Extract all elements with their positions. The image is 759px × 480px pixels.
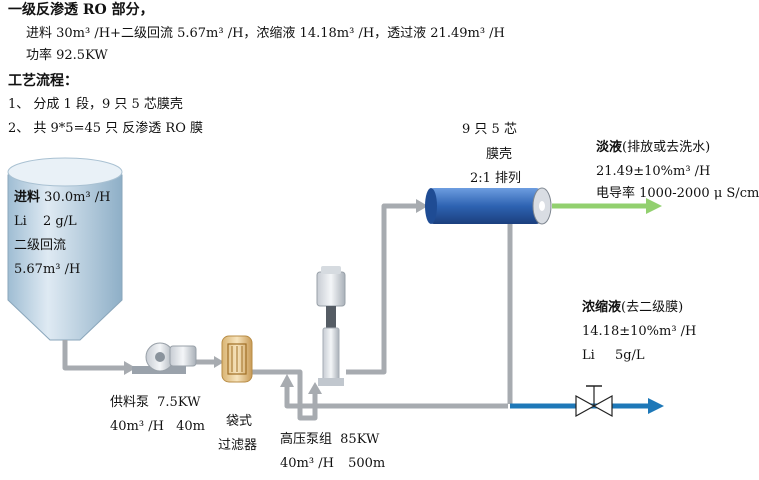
permeate-title-row: 淡液(排放或去洗水) [596, 140, 710, 156]
arrow-recycle-up [280, 374, 294, 387]
feed-tank [7, 157, 123, 341]
permeate-line [552, 198, 662, 214]
arrow-to-filter [214, 356, 224, 368]
power-summary: 功率 92.5KW [26, 48, 108, 63]
tank-feed-label: 进料 [14, 190, 41, 205]
concentrate-title: 浓缩液 [582, 300, 622, 315]
hp-pump-power: 85KW [340, 432, 380, 447]
tank-li-label: Li [14, 214, 27, 229]
process-title: 工艺流程： [8, 73, 78, 89]
hp-pump-flow: 40m³ /H [280, 456, 334, 471]
concentrate-li-value: 5g/L [614, 348, 645, 363]
feed-summary: 进料 30m³ /H+二级回流 5.67m³ /H，浓缩液 14.18m³ /H… [26, 26, 505, 41]
arrow-up-hp [308, 382, 322, 394]
concentrate-title-row: 浓缩液(去二级膜) [582, 300, 683, 316]
membrane-arrangement: 2:1 排列 [470, 171, 522, 186]
concentrate-li-row: Li 5g/L [582, 348, 645, 364]
concentrate-valve-icon [575, 385, 613, 418]
permeate-title: 淡液 [596, 140, 623, 155]
feed-pump-name-row: 供料泵 7.5KW [110, 395, 200, 411]
feed-pump-flow: 40m³ /H [110, 419, 164, 434]
feed-pump-spec-row: 40m³ /H 40m [110, 419, 205, 435]
concentrate-flow: 14.18±10%m³ /H [582, 324, 697, 339]
tank-feed-row: 进料 30.0m³ /H [14, 190, 111, 206]
hp-pump-head: 500m [348, 456, 386, 471]
concentrate-note: (去二级膜) [621, 300, 684, 315]
arrow-to-pump [124, 361, 136, 375]
permeate-note: (排放或去洗水) [622, 140, 711, 155]
hp-pump-name: 高压泵组 [280, 432, 333, 447]
process-step-1: 1、 分成 1 段，9 只 5 芯膜壳 [8, 97, 183, 112]
tank-li-row: Li 2 g/L [14, 214, 77, 230]
feed-pump-power: 7.5KW [157, 395, 201, 410]
membrane-vessel [425, 187, 552, 225]
process-step-2: 2、 共 9*5=45 只 反渗透 RO 膜 [8, 121, 203, 136]
feed-pump-head: 40m [176, 419, 205, 434]
hp-pump-name-row: 高压泵组 85KW [280, 432, 379, 448]
membrane-housing: 膜壳 [486, 147, 513, 162]
permeate-conductivity: 电导率 1000-2000 μ S/cm [596, 186, 759, 201]
feed-pump-name: 供料泵 [110, 395, 150, 410]
tank-recycle-label: 二级回流 [14, 238, 67, 253]
section-title: 一级反渗透 RO 部分， [8, 2, 154, 18]
arrow-to-vessel [416, 199, 428, 213]
feed-pump-icon [132, 342, 197, 374]
bag-filter-icon [221, 335, 253, 383]
feed-pipes [62, 203, 513, 421]
hp-pump-icon [316, 266, 346, 386]
tank-feed-value: 30.0m³ /H [44, 190, 111, 205]
concentrate-li-label: Li [582, 348, 595, 363]
bag-filter-label-1: 袋式 [226, 414, 253, 429]
tank-recycle-value: 5.67m³ /H [14, 262, 81, 277]
bag-filter-label-2: 过滤器 [218, 438, 258, 453]
tank-li-value: 2 g/L [42, 214, 77, 229]
hp-pump-spec-row: 40m³ /H 500m [280, 456, 385, 472]
membrane-count: 9 只 5 芯 [462, 122, 517, 137]
permeate-flow: 21.49±10%m³ /H [596, 164, 711, 179]
